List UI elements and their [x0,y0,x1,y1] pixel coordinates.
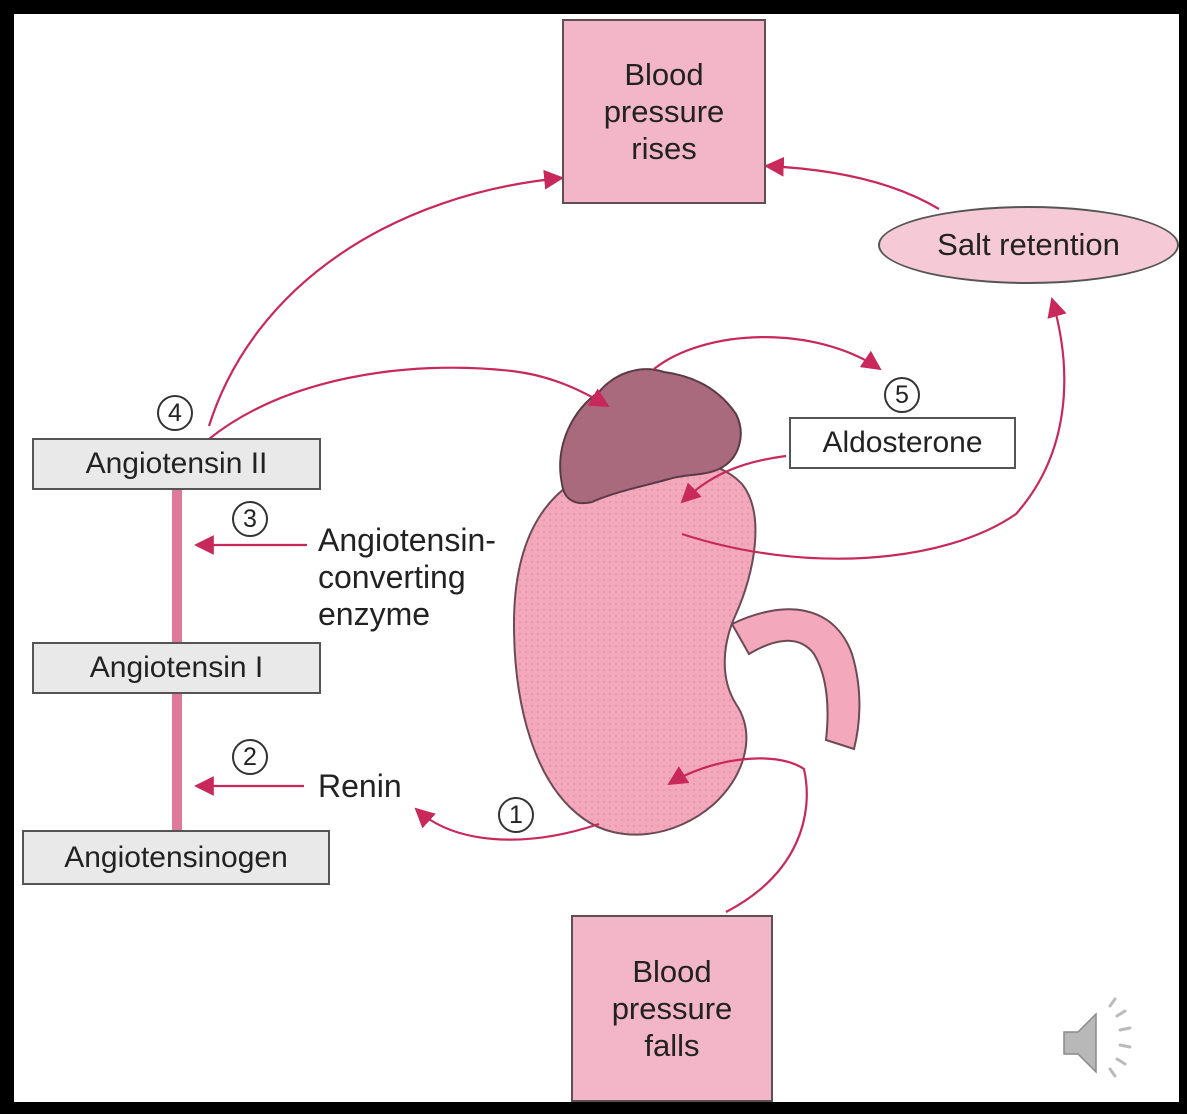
bp-rises-line-3: rises [631,130,696,167]
bp-falls-line-3: falls [644,1027,699,1064]
step-1-marker: 1 [498,797,534,833]
bp-rises-box: Blood pressure rises [562,19,766,204]
angiotensinogen-box: Angiotensinogen [22,830,330,885]
renin-label: Renin [318,768,402,805]
arrow-salt-to-bp-rises [766,166,939,209]
step-3-marker: 3 [232,501,268,537]
step-4-marker: 4 [157,395,193,431]
ace-label-line-1: Angiotensin- [318,522,496,559]
arrow-angiotensin-ii-to-adrenal [209,368,608,439]
ace-label-line-2: converting [318,559,496,596]
speaker-icon[interactable] [1064,999,1130,1076]
angiotensin-ii-box: Angiotensin II [32,438,321,490]
ace-label-line-3: enzyme [318,596,496,633]
bp-falls-box: Blood pressure falls [571,915,773,1102]
bp-rises-line-1: Blood [624,56,703,93]
diagram-frame: Blood pressure rises Blood pressure fall… [14,14,1179,1102]
aldosterone-box: Aldosterone [789,417,1016,469]
ace-label: Angiotensin- converting enzyme [318,522,496,633]
ureter [732,609,859,749]
salt-retention-ellipse: Salt retention [878,206,1179,284]
step-2-marker: 2 [232,739,268,775]
step-5-marker: 5 [884,377,920,413]
bp-falls-line-2: pressure [612,990,733,1027]
bp-rises-line-2: pressure [604,93,725,130]
arrow-adrenal-to-aldosterone [654,337,880,369]
angiotensin-i-box: Angiotensin I [32,642,321,694]
bp-falls-line-1: Blood [632,953,711,990]
arrow-angiotensin-ii-to-bp-rises [209,178,562,426]
